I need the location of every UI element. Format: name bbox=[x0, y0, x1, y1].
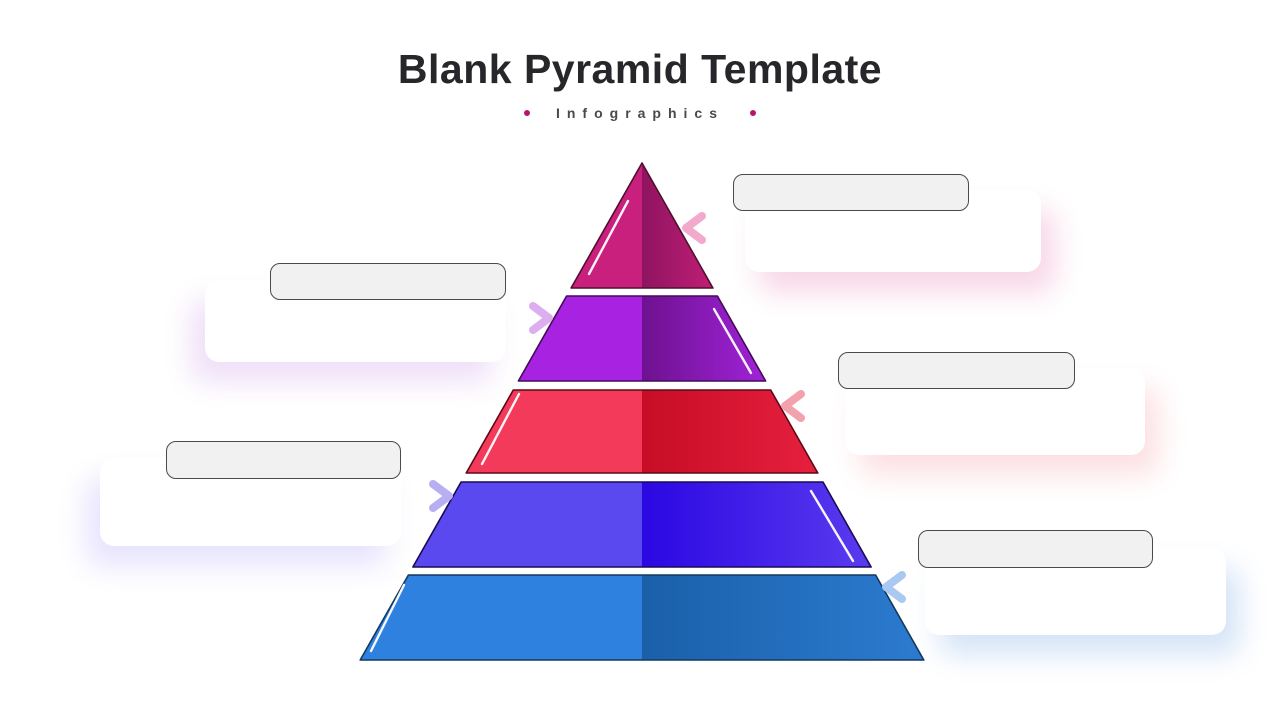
chevron-left-icon bbox=[781, 390, 805, 422]
level-2-right-half bbox=[642, 296, 766, 381]
callout-label-2[interactable] bbox=[270, 263, 506, 300]
level-4-highlight bbox=[809, 489, 855, 563]
callout-label-3[interactable] bbox=[838, 352, 1075, 389]
level-3-left-half bbox=[466, 390, 642, 473]
level-3-highlight bbox=[480, 392, 521, 466]
level-5-highlight bbox=[369, 583, 406, 653]
callout-label-4[interactable] bbox=[166, 441, 401, 479]
pyramid-level-4[interactable] bbox=[412, 481, 872, 568]
level-1-highlight bbox=[587, 199, 630, 276]
subtitle: Infographics bbox=[555, 105, 724, 121]
level-4-right-half bbox=[642, 482, 872, 567]
chevron-left-icon bbox=[882, 571, 906, 603]
level-3-outline bbox=[465, 389, 819, 474]
level-4-left-half bbox=[412, 482, 642, 567]
level-4-outline bbox=[412, 481, 872, 568]
level-2-left-half bbox=[518, 296, 642, 381]
level-2-outline bbox=[517, 295, 767, 382]
callout-label-5[interactable] bbox=[918, 530, 1153, 568]
callout-label-1[interactable] bbox=[733, 174, 969, 211]
level-3-right-half bbox=[642, 390, 818, 473]
accent-dot-icon bbox=[750, 110, 756, 116]
level-5-outline bbox=[359, 574, 925, 661]
level-2-highlight bbox=[712, 307, 753, 375]
subtitle-row: Infographics bbox=[0, 105, 1280, 121]
pyramid-level-3[interactable] bbox=[465, 389, 819, 474]
page-title: Blank Pyramid Template bbox=[397, 46, 883, 92]
level-5-right-half bbox=[642, 575, 924, 660]
pyramid-level-5[interactable] bbox=[359, 574, 925, 661]
chevron-right-icon bbox=[529, 302, 553, 334]
level-1-outline bbox=[570, 162, 714, 289]
chevron-left-icon bbox=[682, 212, 706, 244]
pyramid-level-1[interactable] bbox=[570, 162, 714, 289]
pyramid-level-2[interactable] bbox=[517, 295, 767, 382]
accent-dot-icon bbox=[523, 110, 530, 116]
header: Blank Pyramid Template Infographics bbox=[0, 0, 1280, 121]
chevron-right-icon bbox=[429, 480, 453, 512]
level-5-left-half bbox=[360, 575, 642, 660]
